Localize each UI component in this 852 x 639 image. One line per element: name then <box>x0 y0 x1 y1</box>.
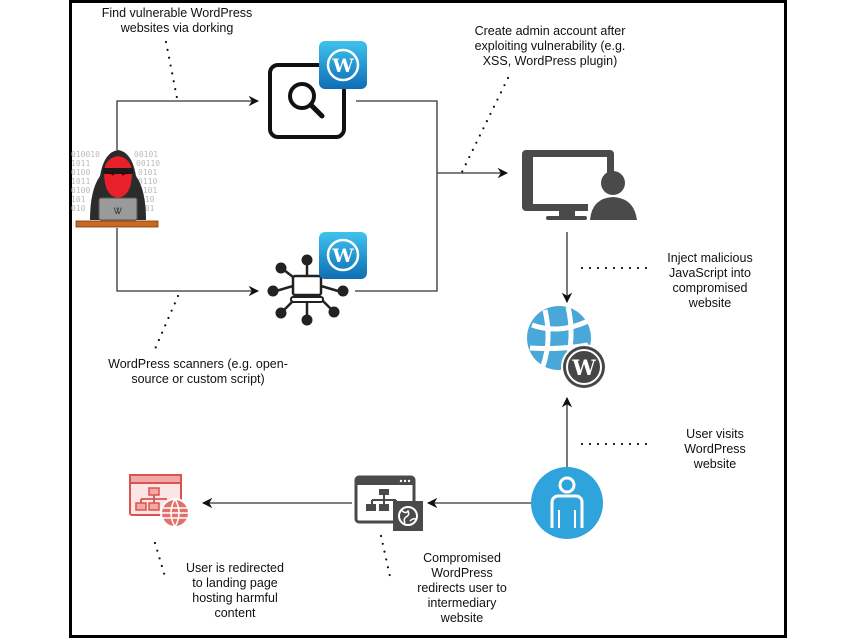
diagram-frame <box>69 0 787 638</box>
user-icon <box>531 467 603 539</box>
connector-admin <box>460 76 510 174</box>
svg-text:0101: 0101 <box>138 186 157 195</box>
svg-text:Ꮤ: Ꮤ <box>113 206 123 216</box>
svg-text:101: 101 <box>140 204 155 213</box>
svg-text:010010: 010010 <box>71 150 100 159</box>
connector-scanner <box>153 294 180 351</box>
globe-wordpress-icon: W <box>527 306 607 390</box>
label-admin-account: Create admin account after exploiting vu… <box>474 24 626 68</box>
svg-text:0101: 0101 <box>138 168 157 177</box>
edge-dorking-to-admin <box>356 100 438 173</box>
annotation-connectors <box>153 40 654 583</box>
svg-text:010: 010 <box>71 204 86 213</box>
svg-text:0110: 0110 <box>138 177 157 186</box>
edges <box>116 95 573 509</box>
label-wordpress-scanners: WordPress scanners (e.g. open- source or… <box>108 357 288 386</box>
wordpress-logo-icon: W <box>319 232 367 279</box>
label-user-visits: User visits WordPress website <box>684 427 746 471</box>
svg-text:00101: 00101 <box>134 150 158 159</box>
svg-text:0100: 0100 <box>71 168 90 177</box>
svg-text:110: 110 <box>140 195 155 204</box>
wordpress-logo-icon: W <box>319 41 367 89</box>
svg-text:1011: 1011 <box>71 177 90 186</box>
label-dorking: Find vulnerable WordPress websites via d… <box>101 6 253 35</box>
connector-landing <box>153 541 168 582</box>
label-landing-page: User is redirected to landing page hosti… <box>186 561 284 620</box>
svg-text:101: 101 <box>71 195 86 204</box>
svg-text:00110: 00110 <box>136 159 160 168</box>
landing-page-icon <box>129 474 190 528</box>
admin-computer-icon <box>522 150 637 220</box>
connector-intermediary <box>379 534 393 583</box>
intermediary-website-icon <box>354 475 423 531</box>
edge-attacker-to-scanner <box>116 228 260 297</box>
svg-text:W: W <box>331 55 354 77</box>
svg-text:1011: 1011 <box>71 159 90 168</box>
svg-text:W: W <box>571 355 596 380</box>
svg-text:W: W <box>331 245 354 267</box>
connector-dorking <box>164 40 179 100</box>
edge-attacker-to-dorking <box>116 95 260 150</box>
label-inject-javascript: Inject malicious JavaScript into comprom… <box>667 251 753 310</box>
edge-scanner-to-admin <box>355 173 438 292</box>
svg-text:0100: 0100 <box>71 186 90 195</box>
label-intermediary-redirect: Compromised WordPress redirects user to … <box>417 551 507 625</box>
network-scanner-icon <box>267 254 349 326</box>
